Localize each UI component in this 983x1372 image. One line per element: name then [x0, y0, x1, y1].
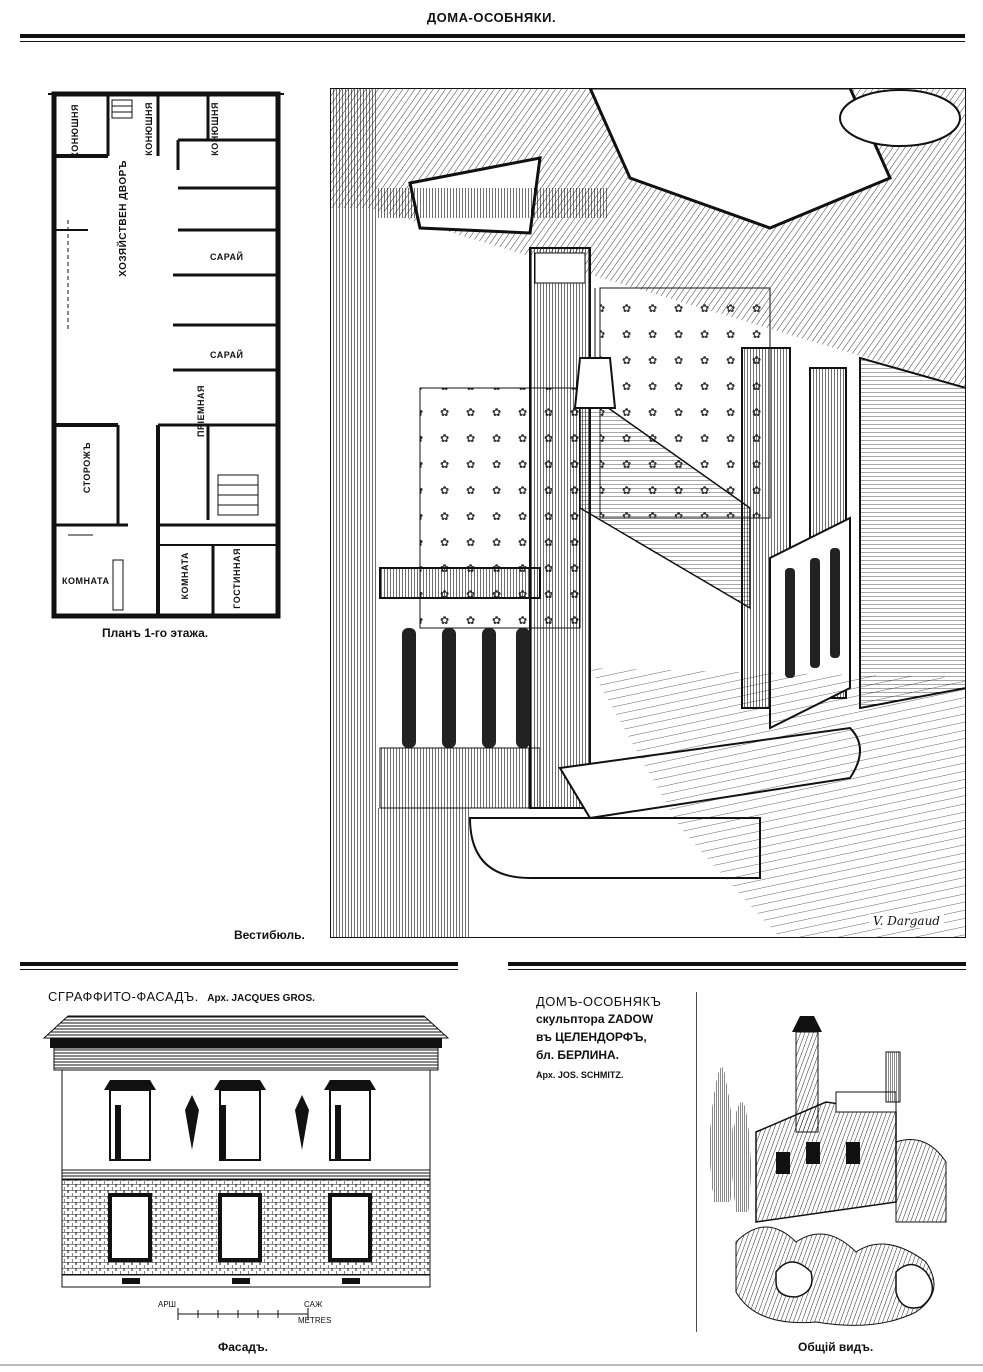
- room-stable-left: КОНЮШНЯ: [70, 104, 80, 158]
- facade-svg: [42, 1015, 450, 1288]
- sgraffito-title: СГРАФФИТО-ФАСАДЪ.: [48, 989, 199, 1004]
- scale-unit-metres: METRES: [298, 1316, 332, 1325]
- floor-plan-drawing: [48, 91, 284, 619]
- scale-unit-arshin: АРШ: [158, 1300, 177, 1309]
- mansion-sculptor: скульптора ZADOW: [536, 1012, 654, 1026]
- vestibule-illustration: ✿: [330, 88, 966, 938]
- section-rule-right-thin: [508, 969, 966, 970]
- room-living: ГОСТИННАЯ: [232, 548, 242, 609]
- room-watchman: СТОРОЖЪ: [82, 442, 92, 494]
- mansion-illustration: [696, 992, 968, 1332]
- mansion-city: бл. БЕРЛИНА.: [536, 1048, 619, 1062]
- mansion-title: ДОМЪ-ОСОБНЯКЪ: [536, 994, 662, 1009]
- facade-caption: Фасадъ.: [218, 1340, 268, 1354]
- vestibule-caption: Вестибюль.: [234, 928, 305, 942]
- section-rule-right-thick: [508, 962, 966, 966]
- scale-bar-svg: [177, 1308, 309, 1320]
- header-rule-thin: [20, 41, 965, 42]
- room-stable-mid: КОНЮШНЯ: [144, 102, 154, 156]
- scale-unit-sazhen: САЖ: [304, 1300, 323, 1309]
- room-left: КОМНАТА: [62, 576, 110, 586]
- page-title: ДОМА-ОСОБНЯКИ.: [426, 10, 557, 25]
- floor-plan-caption: Планъ 1-го этажа.: [102, 626, 209, 640]
- footer-rule: [0, 1364, 983, 1366]
- sgraffito-heading: СГРАФФИТО-ФАСАДЪ. Арх. JACQUES GROS.: [48, 988, 315, 1006]
- room-shed-2: САРАЙ: [210, 350, 244, 360]
- facade-drawing: [40, 1010, 452, 1300]
- mansion-architect: Арх. JOS. SCHMITZ.: [536, 1070, 624, 1080]
- mansion-drawing: [696, 992, 947, 1332]
- mansion-caption: Общій видъ.: [798, 1340, 874, 1354]
- sgraffito-architect: Арх. JACQUES GROS.: [207, 993, 315, 1004]
- room-yard: ХОЗЯЙСТВЕН ДВОРЪ: [118, 160, 129, 277]
- vestibule-drawing: ✿: [330, 88, 966, 938]
- floor-plan: КОНЮШНЯ КОНЮШНЯ КОНЮШНЯ ХОЗЯЙСТВЕН ДВОРЪ…: [48, 80, 284, 620]
- header-rule-thick: [20, 34, 965, 38]
- room-mid: КОМНАТА: [180, 552, 190, 600]
- room-stable-right: КОНЮШНЯ: [210, 102, 220, 156]
- room-shed-1: САРАЙ: [210, 252, 244, 262]
- section-rule-left-thin: [20, 969, 458, 970]
- room-reception: ПРІЕМНАЯ: [196, 385, 206, 437]
- section-rule-left-thick: [20, 962, 458, 966]
- artist-signature: V. Dargaud: [869, 914, 944, 928]
- mansion-location: въ ЦЕЛЕНДОРФЪ,: [536, 1030, 647, 1044]
- scale-bar: АРШ САЖ METRES: [158, 1300, 338, 1328]
